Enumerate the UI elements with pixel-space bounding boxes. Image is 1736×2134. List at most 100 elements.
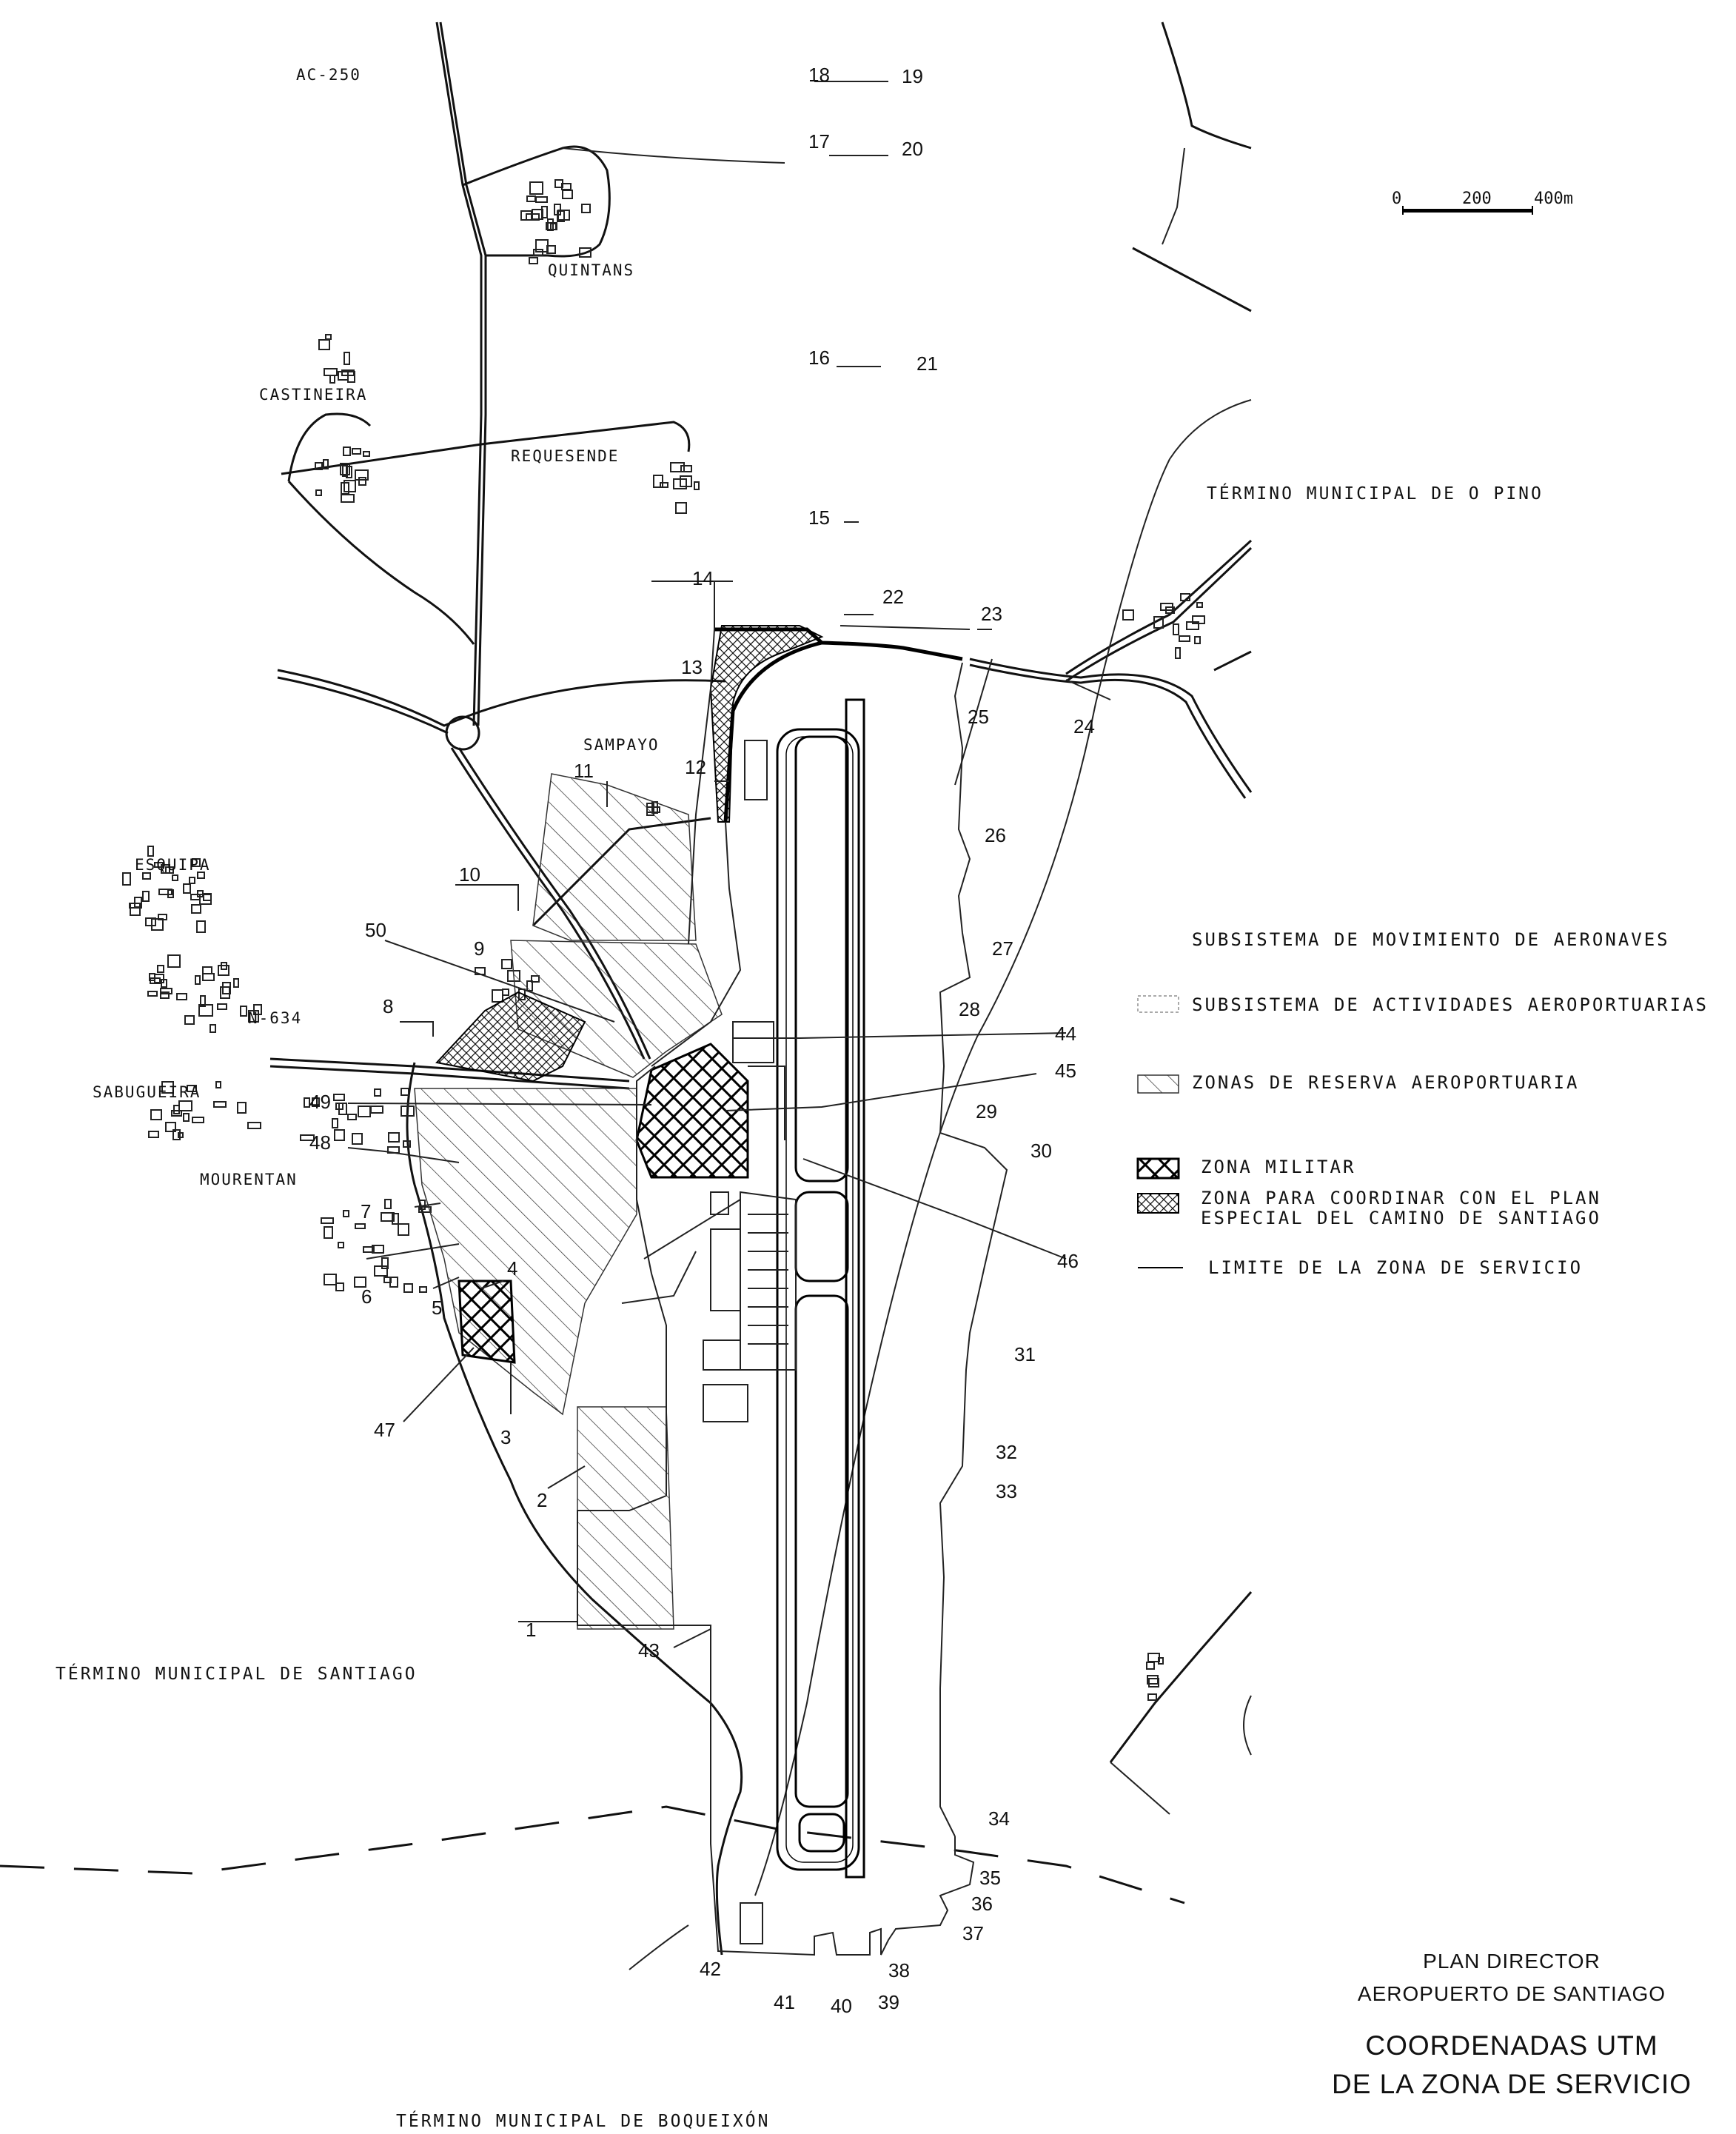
building (1158, 1657, 1164, 1665)
military-zones (458, 1043, 749, 1364)
building (1165, 606, 1175, 614)
point-30: 30 (1030, 1140, 1052, 1162)
building (172, 874, 178, 881)
point-45: 45 (1055, 1060, 1076, 1082)
building (192, 858, 201, 867)
building (237, 1102, 247, 1114)
building (355, 1223, 366, 1229)
building (192, 1117, 204, 1123)
scale-end: 400m (1534, 190, 1573, 208)
building (398, 1223, 409, 1236)
building (202, 973, 215, 981)
building (197, 872, 205, 879)
title-block: PLAN DIRECTOR AEROPUERTO DE SANTIAGO COO… (1332, 1950, 1692, 2099)
building (187, 1085, 197, 1092)
title-line4: DE LA ZONA DE SERVICIO (1332, 2069, 1692, 2099)
building (178, 1132, 184, 1138)
point-10: 10 (459, 863, 480, 886)
building (1192, 615, 1205, 624)
building (529, 181, 543, 195)
building (372, 1245, 384, 1254)
building (341, 494, 355, 503)
building (653, 475, 663, 488)
building (332, 1118, 338, 1128)
point-6: 6 (361, 1285, 372, 1308)
scale-mid: 200 (1462, 190, 1492, 208)
building (199, 894, 212, 905)
legend-militar: ZONA MILITAR (1201, 1157, 1355, 1177)
building (1173, 623, 1179, 635)
point-37: 37 (962, 1922, 984, 1944)
building (384, 1199, 392, 1209)
building (343, 1210, 349, 1217)
building (315, 462, 323, 470)
building (1180, 593, 1190, 601)
building (347, 1114, 357, 1120)
building (321, 1217, 334, 1224)
building (158, 889, 172, 895)
building (1147, 1675, 1159, 1685)
building (535, 196, 548, 203)
building (670, 462, 685, 472)
building (554, 179, 563, 188)
legend-coordinar-1: ZONA PARA COORDINAR CON EL PLAN (1201, 1188, 1601, 1208)
legend-movimiento: SUBSISTEMA DE MOVIMIENTO DE AERONAVES (1192, 929, 1670, 950)
building (329, 375, 335, 384)
building (501, 959, 512, 969)
label-esquipa: ESQUIPA (135, 856, 211, 874)
building (210, 1024, 216, 1033)
coordination-zones (435, 625, 824, 1083)
building (352, 448, 361, 455)
point-3: 3 (500, 1426, 511, 1448)
building (191, 904, 201, 914)
building (130, 903, 141, 916)
municipality-labels: TÉRMINO MUNICIPAL DE O PINO TÉRMINO MUNI… (56, 483, 1544, 2131)
building (526, 195, 536, 202)
building (338, 1242, 344, 1248)
legend-reserva: ZONAS DE RESERVA AEROPORTUARIA (1192, 1072, 1579, 1093)
building (370, 1106, 383, 1114)
point-9: 9 (474, 937, 484, 960)
point-7: 7 (361, 1200, 371, 1222)
building (217, 1003, 227, 1010)
building (694, 481, 700, 490)
point-1: 1 (526, 1619, 536, 1641)
building (675, 502, 687, 514)
building (1147, 1693, 1157, 1701)
building (1179, 635, 1190, 642)
label-santiago: TÉRMINO MUNICIPAL DE SANTIAGO (56, 1663, 418, 1684)
building (535, 239, 549, 252)
point-leaders (347, 81, 1111, 1648)
label-n634: N-634 (248, 1009, 302, 1027)
building (363, 451, 370, 457)
legend-swatch-actividades (1137, 995, 1179, 1013)
label-o-pino: TÉRMINO MUNICIPAL DE O PINO (1207, 483, 1544, 504)
building (546, 222, 557, 230)
label-boqueixon: TÉRMINO MUNICIPAL DE BOQUEIXÓN (396, 2110, 770, 2131)
building (161, 1081, 174, 1094)
point-22: 22 (882, 586, 904, 608)
building (142, 891, 150, 902)
building (318, 339, 330, 350)
point-2: 2 (537, 1489, 547, 1511)
building (660, 482, 668, 488)
building (200, 995, 206, 1007)
building (355, 469, 369, 481)
building (381, 1257, 389, 1269)
building (172, 1129, 181, 1140)
building (189, 877, 195, 884)
building (1122, 609, 1134, 621)
building (381, 1212, 395, 1222)
building (334, 1129, 345, 1141)
legend-swatch-reserva (1137, 1074, 1179, 1094)
building (324, 1274, 337, 1285)
point-27: 27 (992, 937, 1013, 960)
point-36: 36 (971, 1893, 993, 1915)
point-23: 23 (981, 603, 1002, 625)
legend-swatch-militar (1136, 1157, 1180, 1180)
building (392, 1213, 399, 1225)
boundary-point-labels: 1 2 3 4 5 6 7 8 9 10 11 12 13 14 15 16 1… (309, 64, 1095, 2017)
building (220, 986, 230, 999)
building (343, 480, 356, 492)
legend-swatch-coordinar (1137, 1193, 1179, 1214)
